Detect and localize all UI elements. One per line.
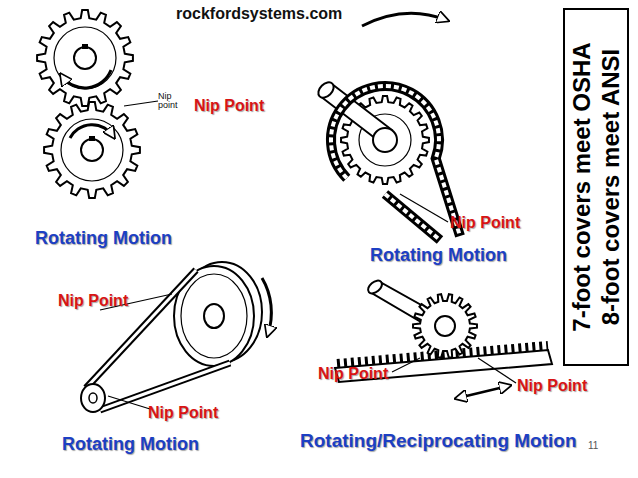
nip-point-label: Nip point bbox=[158, 92, 182, 111]
notice-text: 8-foot covers meet ANSI bbox=[596, 49, 625, 326]
nip-point-label: Nip Point bbox=[318, 364, 388, 383]
website-label: rockfordsystems.com bbox=[176, 4, 342, 23]
pinion bbox=[413, 294, 477, 358]
chain-links bbox=[331, 86, 460, 236]
rotation-arrow bbox=[262, 278, 271, 334]
shaft-end bbox=[366, 278, 385, 296]
chain-sprocket bbox=[315, 13, 460, 240]
nip-point-label: Nip Point bbox=[517, 376, 587, 395]
pulley-groove bbox=[181, 274, 247, 358]
belt-face bbox=[100, 363, 230, 410]
gear-hub bbox=[74, 47, 96, 69]
gear-hub bbox=[81, 139, 103, 161]
gear-rim bbox=[54, 27, 116, 89]
hub bbox=[435, 316, 455, 336]
gear bbox=[44, 102, 140, 198]
belt bbox=[86, 270, 196, 388]
rotation-arrow bbox=[62, 70, 111, 88]
pulley-hub bbox=[89, 393, 97, 403]
motion-caption: Rotating Motion bbox=[370, 245, 507, 267]
page-number: 11 bbox=[588, 440, 598, 452]
belt bbox=[100, 363, 230, 410]
belt-pulley bbox=[81, 262, 271, 412]
chain bbox=[331, 86, 460, 236]
rotation-arrow bbox=[362, 13, 446, 26]
nip-point-label: Nip Point bbox=[450, 213, 520, 232]
leader-line bbox=[478, 358, 516, 383]
hub bbox=[373, 128, 397, 152]
gear bbox=[37, 10, 133, 106]
motion-caption: Rotating/Reciprocating Motion bbox=[300, 430, 577, 453]
leader-line bbox=[108, 396, 150, 409]
nip-point-label: Nip Point bbox=[194, 96, 264, 115]
motion-caption: Rotating Motion bbox=[35, 228, 172, 250]
rotation-arrow bbox=[70, 125, 113, 138]
pulley-hub bbox=[204, 304, 224, 328]
notice-text: 7-foot covers meet OSHA bbox=[567, 42, 596, 331]
motion-caption: Rotating Motion bbox=[62, 434, 199, 456]
belt-face bbox=[86, 270, 196, 388]
small-pulley bbox=[81, 384, 105, 412]
leader-line bbox=[392, 358, 420, 372]
leader-line bbox=[124, 101, 158, 106]
gear-pair bbox=[37, 10, 158, 198]
notice-box: 7-foot covers meet OSHA8-foot covers mee… bbox=[563, 8, 629, 366]
keyway bbox=[89, 136, 95, 141]
nip-point-label: Nip Point bbox=[148, 403, 218, 422]
gear-rim bbox=[61, 119, 123, 181]
nip-point-label: Nip Point bbox=[58, 291, 128, 310]
leader-line bbox=[400, 194, 448, 222]
reciprocating-arrow bbox=[458, 386, 508, 398]
shaft-end bbox=[315, 79, 336, 100]
keyway bbox=[82, 44, 88, 49]
rotated-text-frame: 7-foot covers meet OSHA8-foot covers mee… bbox=[565, 10, 627, 364]
